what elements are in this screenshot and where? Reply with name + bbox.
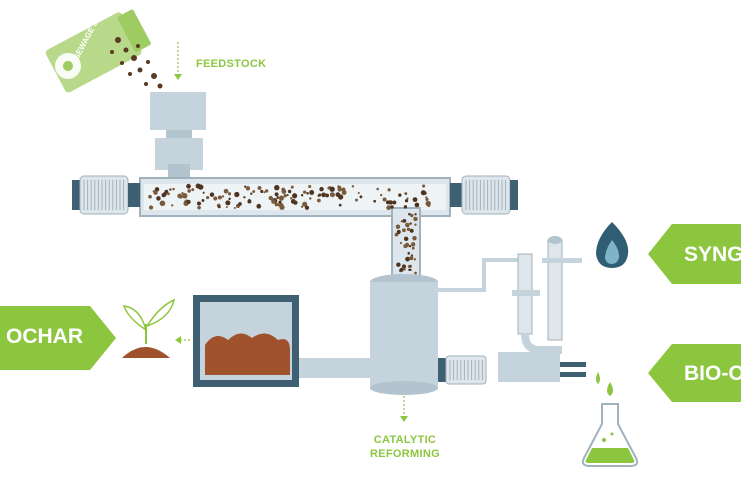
condenser <box>498 236 586 382</box>
bio-oil-banner-text: BIO-O <box>684 362 741 385</box>
bio-oil-drops <box>596 372 613 396</box>
right-motor <box>450 175 518 215</box>
hopper <box>150 92 206 178</box>
biochar-arrow <box>175 336 190 344</box>
catalytic-arrow <box>400 396 408 422</box>
biochar-box <box>193 295 299 387</box>
char-pipe <box>296 358 372 378</box>
feedstock-label: FEEDSTOCK <box>196 58 267 70</box>
biochar-banner <box>0 306 116 370</box>
falling-sludge <box>110 37 163 89</box>
syngas-banner <box>648 224 741 284</box>
bio-oil-banner <box>648 344 741 402</box>
catalytic-label-line2: REFORMING <box>370 448 440 460</box>
biochar-banner-text: OCHAR <box>6 325 83 348</box>
syngas-banner-text: SYNG <box>684 243 741 266</box>
feedstock-arrow <box>174 42 182 80</box>
syngas-flame-icon <box>596 222 629 268</box>
conveyor-sludge-particles <box>148 183 431 275</box>
catalytic-label-line1: CATALYTIC <box>373 434 437 446</box>
flask-icon <box>581 403 639 467</box>
reformer-tank <box>370 274 487 395</box>
biochar-plant-icon <box>122 298 176 358</box>
gas-pipe <box>438 258 528 292</box>
left-motor <box>72 175 140 215</box>
